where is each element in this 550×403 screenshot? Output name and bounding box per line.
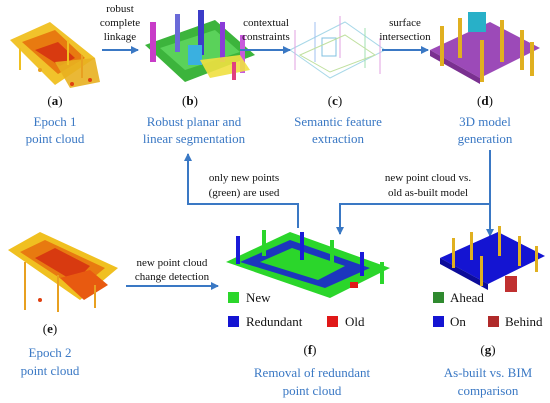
panel-d-caption-line2: generation	[458, 131, 513, 146]
arrow-fb-text-line2: (green) are used	[209, 187, 280, 199]
arrow-dg-text-line1: new point cloud vs.	[385, 172, 471, 184]
panel-b-caption-line1: Robust planar and	[147, 114, 242, 129]
arrow-dg-text-line2: old as-built model	[388, 187, 468, 199]
legend-behind-swatch	[488, 316, 499, 327]
arrow-cd-text-line2: intersection	[379, 31, 431, 43]
panel-g-label: (g)	[480, 342, 495, 357]
legend-new-label: New	[246, 290, 271, 305]
arrow-fb-text-line1: only new points	[209, 172, 279, 184]
legend-old-label: Old	[345, 314, 365, 329]
panel-g-caption-line1: As-built vs. BIM	[444, 365, 533, 380]
arrow-ef-text-line1: new point cloud	[137, 257, 208, 269]
epoch1-point-cloud-image	[10, 22, 100, 88]
epoch2-point-cloud-image	[8, 232, 118, 312]
legend-redundant-label: Redundant	[246, 314, 303, 329]
panel-f-caption-line2: point cloud	[283, 383, 342, 398]
legend-ahead-label: Ahead	[450, 290, 484, 305]
legend-f: New Redundant Old	[228, 290, 365, 329]
panel-b-label: (b)	[182, 93, 198, 108]
arrow-ef-text-line2: change detection	[135, 271, 210, 283]
legend-redundant-swatch	[228, 316, 239, 327]
legend-new-swatch	[228, 292, 239, 303]
panel-f-label: (f)	[303, 342, 316, 357]
panel-b-caption-line2: linear segmentation	[143, 131, 246, 146]
panel-g-caption-line2: comparison	[458, 383, 519, 398]
as-built-comparison-image	[440, 226, 545, 292]
panel-a-caption-line2: point cloud	[26, 131, 85, 146]
arrow-bc-text-line1: contextual	[243, 17, 289, 29]
panel-c-caption-line2: extraction	[312, 131, 364, 146]
arrow-ab-text-line3: linkage	[104, 31, 136, 43]
redundant-removal-image	[226, 230, 390, 298]
legend-behind-label: Behind	[505, 314, 543, 329]
legend-on-swatch	[433, 316, 444, 327]
arrow-ab-text-line1: robust	[106, 3, 134, 15]
arrow-d-to-f	[336, 203, 490, 235]
legend-g: Ahead On Behind	[433, 290, 543, 329]
panel-c-caption-line1: Semantic feature	[294, 114, 382, 129]
panel-e-caption-line1: Epoch 2	[29, 345, 72, 360]
panel-a-label: (a)	[47, 93, 62, 108]
legend-on-label: On	[450, 314, 466, 329]
arrow-ab-text-line2: complete	[100, 17, 140, 29]
panel-c-label: (c)	[328, 93, 342, 108]
panel-e-caption-line2: point cloud	[21, 363, 80, 378]
arrow-f-to-b	[184, 153, 299, 228]
arrow-bc-text-line2: constraints	[242, 31, 290, 43]
segmentation-image	[145, 10, 255, 82]
panel-d-label: (d)	[477, 93, 493, 108]
semantic-features-image	[289, 16, 386, 79]
panel-e-label: (e)	[43, 321, 57, 336]
panel-d-caption-line1: 3D model	[459, 114, 511, 129]
legend-old-swatch	[327, 316, 338, 327]
panel-f-caption-line1: Removal of redundant	[254, 365, 371, 380]
panel-a-caption-line1: Epoch 1	[34, 114, 77, 129]
3d-model-image	[430, 12, 540, 84]
arrow-cd-text-line1: surface	[389, 17, 421, 29]
legend-ahead-swatch	[433, 292, 444, 303]
